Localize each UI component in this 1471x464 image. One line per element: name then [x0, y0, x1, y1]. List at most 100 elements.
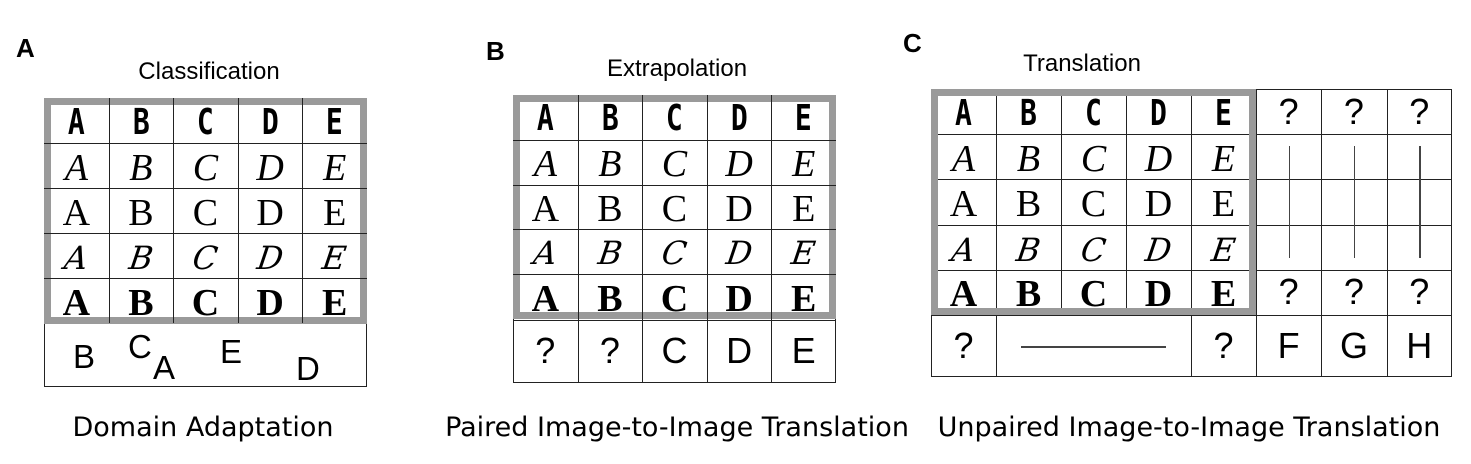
unknown-style-cell: ?	[1409, 271, 1430, 313]
letter-cell: B	[129, 146, 153, 189]
letter-cell: B	[595, 234, 625, 273]
letter-cell: A	[62, 238, 91, 277]
letter-cell: C	[666, 98, 683, 140]
letter-cell: D	[256, 281, 284, 324]
letter-cell: C	[1085, 92, 1102, 134]
letter-cell: C	[197, 101, 214, 143]
letter-cell: D	[725, 143, 753, 186]
letter-cell: C	[659, 234, 690, 273]
letter-cell: A	[955, 92, 972, 134]
letter-cell: D	[723, 234, 755, 273]
continuation-line	[1419, 146, 1421, 258]
scattered-letter: A	[153, 349, 176, 386]
scattered-letter: D	[296, 350, 320, 387]
query-cell: ?	[599, 330, 620, 371]
query-cell: D	[726, 330, 753, 371]
letter-cell: B	[128, 281, 154, 324]
letter-cell: E	[320, 238, 350, 277]
scattered-letter: C	[128, 328, 152, 365]
unknown-content-cell: ?	[953, 325, 974, 366]
letter-cell: E	[789, 234, 819, 273]
letter-cell: C	[1080, 137, 1107, 180]
letter-cell: C	[190, 238, 221, 277]
letter-cell: A	[951, 137, 976, 180]
letter-cell: E	[795, 98, 813, 140]
letter-cell: A	[64, 146, 88, 189]
panel-b-letter: B	[486, 36, 505, 66]
panel-c-domain-frame	[931, 89, 1256, 315]
letter-cell: D	[256, 191, 284, 234]
letter-cell: A	[949, 273, 978, 316]
scattered-letter: E	[220, 333, 243, 370]
panel-a-letter: A	[16, 33, 35, 63]
panel-a-caption: Domain Adaptation	[72, 412, 334, 443]
letter-cell: D	[256, 146, 284, 189]
letter-cell: B	[1016, 137, 1041, 180]
letter-cell: C	[1079, 273, 1108, 316]
unknown-style-cell: ?	[1343, 271, 1364, 313]
continuation-line	[1353, 146, 1356, 258]
letter-cell: D	[1144, 137, 1173, 180]
letter-cell: C	[661, 143, 688, 186]
unknown-style-cell: ?	[1343, 90, 1364, 132]
letter-cell: D	[1144, 273, 1173, 316]
letter-cell: C	[192, 191, 219, 234]
letter-cell: B	[132, 101, 150, 143]
letter-cell: E	[322, 281, 348, 324]
letter-cell: D	[1144, 182, 1173, 225]
letter-cell: B	[126, 238, 156, 277]
letter-cell: D	[730, 98, 748, 140]
letter-cell: A	[949, 182, 978, 225]
letter-cell: A	[62, 191, 91, 234]
letter-cell: E	[1210, 273, 1237, 316]
unknown-style-cell: ?	[1278, 271, 1299, 313]
letter-cell: E	[323, 191, 347, 234]
letter-cell: E	[792, 143, 816, 186]
panel-a-title: Classification	[138, 58, 280, 85]
letter-cell: B	[1015, 273, 1042, 316]
letter-cell: C	[661, 187, 688, 230]
letter-cell: A	[531, 187, 560, 230]
letter-cell: E	[792, 187, 816, 230]
letter-cell: E	[323, 146, 347, 189]
panel-c-letter: C	[903, 28, 922, 58]
target-letter-cell: H	[1406, 325, 1433, 366]
target-letter-cell: G	[1339, 325, 1368, 366]
letter-cell: D	[261, 101, 279, 143]
letter-cell: A	[536, 98, 554, 140]
letter-cell: E	[1211, 137, 1236, 180]
unknown-content-cell: ?	[1213, 325, 1234, 366]
letter-cell: B	[1015, 182, 1042, 225]
letter-cell: D	[725, 187, 753, 230]
letter-cell: D	[254, 238, 286, 277]
continuation-line	[1288, 146, 1291, 258]
panel-b-caption: Paired Image-to-Image Translation	[445, 412, 909, 443]
panel-b-domain-frame	[513, 95, 836, 319]
letter-cell: B	[601, 98, 619, 140]
letter-cell: B	[597, 277, 623, 320]
target-letter-cell: F	[1277, 325, 1300, 366]
letter-cell: C	[191, 281, 220, 324]
panel-b-title: Extrapolation	[606, 55, 748, 82]
letter-cell: C	[192, 146, 219, 189]
letter-cell: D	[1150, 92, 1167, 134]
unknown-style-cell: ?	[1409, 90, 1430, 132]
letter-cell: E	[326, 101, 344, 143]
letter-cell: A	[531, 277, 560, 320]
letter-cell: A	[62, 281, 91, 324]
letter-cell: E	[1211, 182, 1236, 225]
letter-cell: C	[1080, 182, 1107, 225]
letter-cell: E	[1215, 92, 1232, 134]
query-cell: E	[791, 330, 816, 371]
panel-a-domain-frame	[44, 98, 367, 324]
letter-cell: A	[67, 101, 85, 143]
query-cell: ?	[535, 330, 556, 371]
continuation-line	[1021, 346, 1166, 348]
unknown-style-cell: ?	[1278, 90, 1299, 132]
letter-cell: A	[531, 234, 560, 273]
panel-c-title: Translation	[1023, 50, 1141, 77]
letter-cell: A	[533, 143, 557, 186]
letter-cell: B	[598, 143, 622, 186]
query-cell: C	[661, 330, 688, 371]
letter-cell: D	[725, 277, 753, 320]
